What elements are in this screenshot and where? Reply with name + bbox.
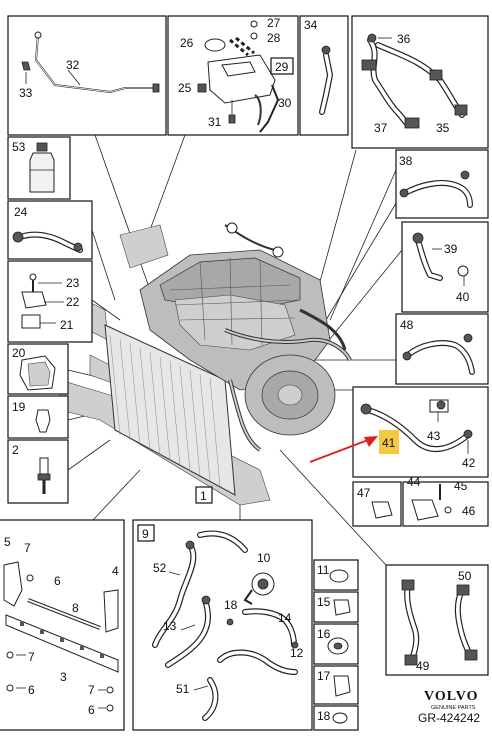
- callout-42: 42: [462, 456, 476, 470]
- callout-39: 39: [444, 242, 458, 256]
- leader-lines: [67, 134, 403, 566]
- box-19: 19: [7, 395, 69, 439]
- callout-53: 53: [12, 140, 26, 154]
- callout-1: 1: [200, 489, 207, 503]
- callout-3: 3: [60, 670, 67, 684]
- callout-43: 43: [427, 429, 441, 443]
- callout-25: 25: [178, 81, 192, 95]
- box-20: 20: [7, 343, 69, 395]
- callout-41: 41: [382, 436, 396, 450]
- callout-47: 47: [357, 486, 371, 500]
- callout-7b: 7: [28, 650, 35, 664]
- box-53: 53: [7, 136, 71, 200]
- box-21-23: 23 22 21: [7, 260, 93, 343]
- callout-49: 49: [416, 659, 430, 673]
- callout-9: 9: [142, 527, 149, 541]
- callout-20: 20: [12, 346, 26, 360]
- callout-27: 27: [267, 16, 281, 30]
- callout-11: 11: [317, 563, 330, 577]
- box-15: 15: [313, 591, 359, 623]
- red-arrow: [309, 436, 378, 463]
- callout-10: 10: [257, 551, 271, 565]
- callout-23: 23: [66, 276, 80, 290]
- volvo-logo: VOLVO GENUINE PARTS: [424, 689, 479, 711]
- callout-31: 31: [208, 115, 222, 129]
- callout-33: 33: [19, 86, 33, 100]
- callout-26: 26: [180, 36, 194, 50]
- callout-18a: 18: [224, 598, 238, 612]
- callout-14: 14: [278, 611, 292, 625]
- callout-29: 29: [275, 60, 289, 74]
- box-41-43: 41 43 42: [352, 386, 489, 478]
- svg-text:VOLVO: VOLVO: [424, 689, 479, 704]
- callout-51: 51: [176, 682, 190, 696]
- callout-40: 40: [456, 290, 470, 304]
- callout-36: 36: [397, 32, 411, 46]
- callout-2: 2: [12, 443, 19, 457]
- callout-38: 38: [399, 154, 413, 168]
- callout-34: 34: [304, 18, 318, 32]
- box-44-46: 44 45 46: [402, 475, 489, 527]
- callout-18b: 18: [317, 709, 331, 723]
- callout-24: 24: [14, 205, 28, 219]
- callout-box-1: [195, 486, 213, 504]
- box-9: 9 52 10 18 14 13 12 51: [132, 519, 313, 731]
- callout-32: 32: [66, 58, 80, 72]
- reference-code: GR-424242: [418, 711, 480, 725]
- callout-35: 35: [436, 121, 450, 135]
- callout-21: 21: [60, 318, 74, 332]
- box-47: 47: [352, 481, 402, 527]
- box-2: 2: [7, 439, 69, 504]
- callout-28: 28: [267, 31, 281, 45]
- box-49-50: 50 49: [385, 564, 489, 676]
- callout-6b: 6: [28, 683, 35, 697]
- box-25-31: 26 27 28 29 30 25 31: [167, 15, 299, 136]
- callout-6a: 6: [54, 574, 61, 588]
- callout-4: 4: [112, 564, 119, 578]
- callout-7a: 7: [24, 541, 31, 555]
- callout-52: 52: [153, 561, 167, 575]
- callout-17: 17: [317, 669, 331, 683]
- callout-13: 13: [163, 619, 177, 633]
- callout-19: 19: [12, 400, 26, 414]
- box-34: 34: [299, 15, 349, 136]
- box-38: 38: [395, 149, 489, 219]
- callout-15: 15: [317, 595, 331, 609]
- callout-30: 30: [278, 96, 292, 110]
- box-32-33: 32 33: [7, 15, 167, 136]
- box-11: 11: [313, 559, 359, 591]
- callout-7c: 7: [88, 683, 95, 697]
- box-35-37: 36 37 35: [351, 15, 489, 149]
- box-3-8: 5 7 6 4 8 7 3 6 7 6: [0, 519, 125, 731]
- engine-assembly: [59, 222, 352, 506]
- callout-22: 22: [66, 295, 80, 309]
- callout-44: 44: [407, 475, 421, 489]
- callout-50: 50: [458, 569, 472, 583]
- box-48: 48: [395, 313, 489, 385]
- box-39-40: 39 40: [401, 221, 489, 313]
- callout-48: 48: [400, 318, 414, 332]
- box-18: 18: [313, 705, 359, 731]
- callout-16: 16: [317, 627, 331, 641]
- svg-text:GENUINE PARTS: GENUINE PARTS: [431, 705, 476, 711]
- callout-8: 8: [72, 601, 79, 615]
- callout-45: 45: [454, 479, 468, 493]
- box-24: 24: [7, 200, 93, 260]
- box-16: 16: [313, 623, 359, 665]
- callout-37: 37: [374, 121, 388, 135]
- callout-12: 12: [290, 646, 304, 660]
- callout-6c: 6: [88, 703, 95, 717]
- highlight-41: [379, 430, 399, 454]
- box-17: 17: [313, 665, 359, 705]
- callout-46: 46: [462, 504, 476, 518]
- callout-5: 5: [4, 535, 11, 549]
